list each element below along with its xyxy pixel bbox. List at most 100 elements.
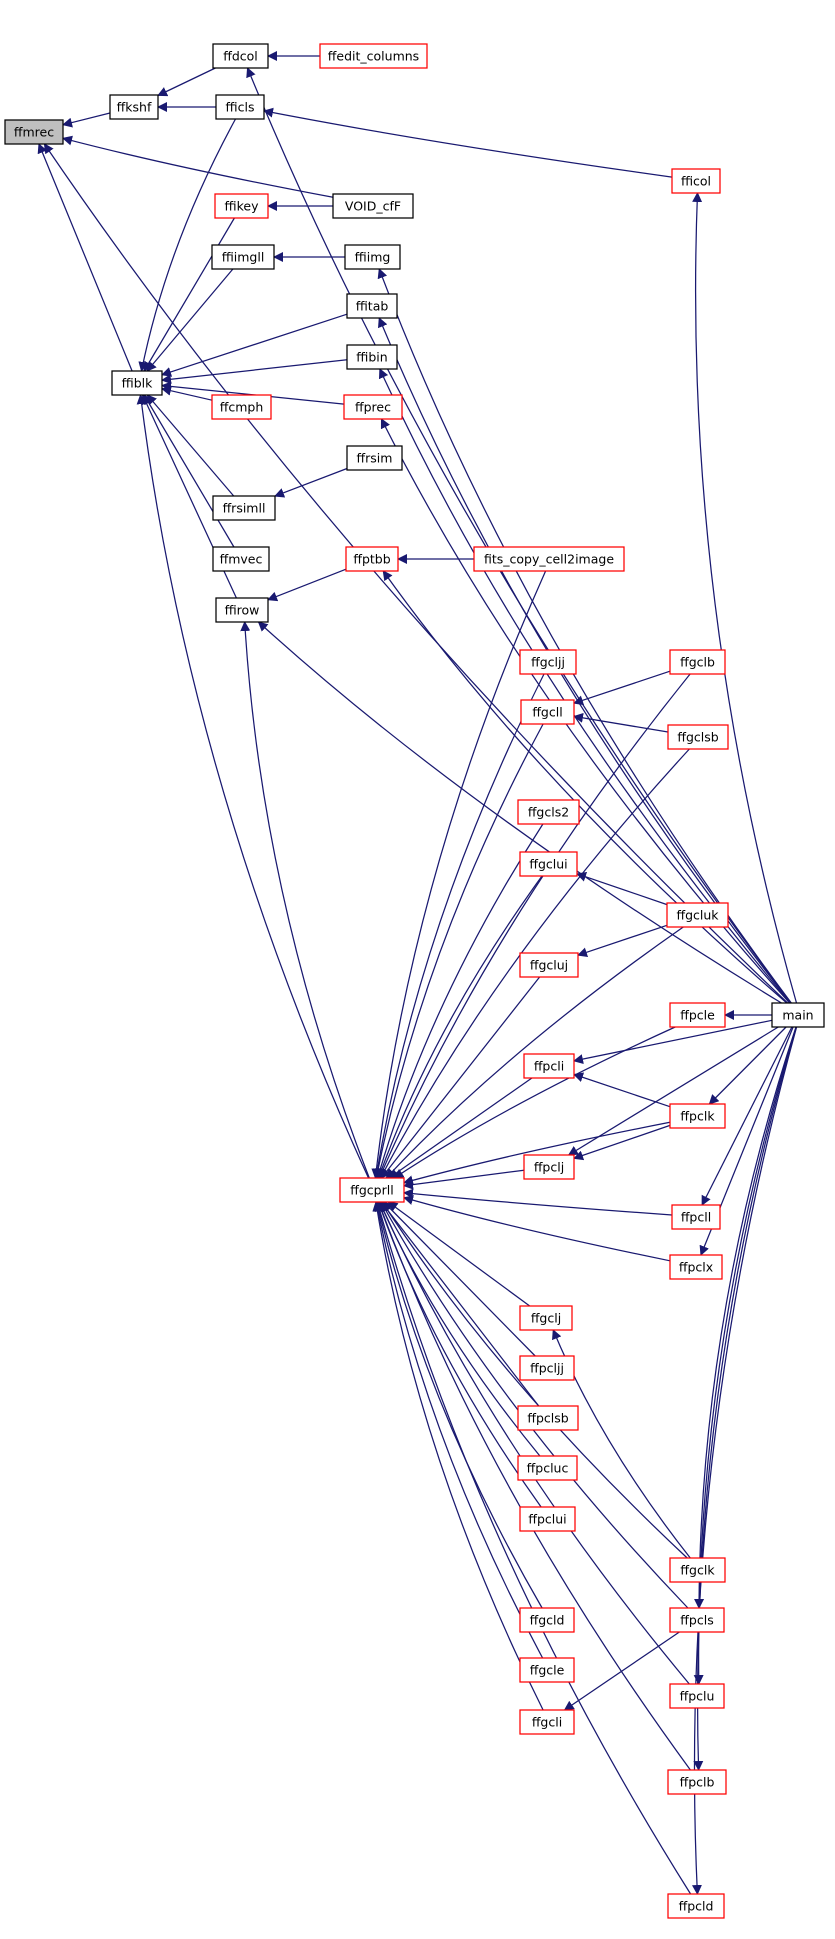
- node-box-ffgcli: [519, 1709, 575, 1735]
- node-box-ffpcli: [523, 1053, 575, 1079]
- node-ffgclj[interactable]: ffgclj: [519, 1305, 573, 1331]
- node-ffpclsb[interactable]: ffpclsb: [517, 1405, 579, 1431]
- node-label-ffpclx: ffpclx: [679, 1260, 713, 1275]
- node-ffptbb[interactable]: ffptbb: [345, 546, 399, 572]
- node-box-ffiblk: [111, 370, 163, 396]
- edge-ffpclk-to-ffgcprll: [403, 1121, 671, 1186]
- node-label-ffgclj: ffgclj: [531, 1311, 561, 1326]
- node-fficls[interactable]: fficls: [215, 94, 265, 120]
- node-box-ffrsimll: [212, 495, 276, 521]
- node-box-ffpcll: [671, 1204, 721, 1230]
- node-box-ffpclx: [669, 1254, 723, 1280]
- node-ffpclk[interactable]: ffpclk: [669, 1103, 726, 1129]
- edge-ffpclk-to-ffpcli: [573, 1072, 671, 1108]
- node-ffpcluc[interactable]: ffpcluc: [517, 1455, 578, 1481]
- node-box-ffgcls2: [517, 799, 580, 825]
- node-main[interactable]: main: [771, 1002, 825, 1028]
- node-box-main: [771, 1002, 825, 1028]
- node-label-ffitab: ffitab: [356, 299, 389, 314]
- node-ffgcld[interactable]: ffgcld: [519, 1607, 575, 1633]
- node-label-ffrsimll: ffrsimll: [223, 501, 266, 516]
- edge-ffgcprll-to-ffirow: [240, 621, 370, 1179]
- node-ffgclui[interactable]: ffgclui: [519, 851, 578, 877]
- edge-ffgclk-to-ffgcprll: [381, 1201, 688, 1559]
- edge-ffiblk-to-ffmrec: [37, 143, 133, 372]
- node-ffiimgll[interactable]: ffiimgll: [211, 244, 275, 270]
- node-ffdcol[interactable]: ffdcol: [212, 43, 269, 69]
- node-ffgclb[interactable]: ffgclb: [669, 649, 726, 675]
- node-ffpclui[interactable]: ffpclui: [519, 1506, 576, 1532]
- node-box-ffgcluk: [666, 902, 729, 928]
- node-ffirow[interactable]: ffirow: [215, 597, 269, 623]
- node-void_cff[interactable]: VOID_cfF: [332, 193, 414, 219]
- edge-main-to-ffpclk: [708, 1026, 787, 1105]
- edge-ffpclk-to-ffpclj: [573, 1124, 671, 1161]
- node-ffpclx[interactable]: ffpclx: [669, 1254, 723, 1280]
- node-ffgcljj[interactable]: ffgcljj: [519, 649, 577, 675]
- node-ffprec[interactable]: ffprec: [343, 394, 403, 420]
- node-label-ffcmph: ffcmph: [220, 400, 264, 415]
- node-ffpcld[interactable]: ffpcld: [667, 1893, 725, 1919]
- node-label-ffpcluc: ffpcluc: [527, 1461, 569, 1476]
- node-ffpcljj[interactable]: ffpcljj: [519, 1355, 575, 1381]
- node-box-ffgcluj: [519, 952, 579, 978]
- edge-ffrsimll-to-ffiblk: [146, 394, 235, 497]
- node-ffikey[interactable]: ffikey: [214, 193, 269, 219]
- node-ffgcls2[interactable]: ffgcls2: [517, 799, 580, 825]
- node-box-ffgcll: [520, 699, 575, 725]
- edge-main-to-ffirow: [257, 621, 782, 1004]
- node-box-ffpcljj: [519, 1355, 575, 1381]
- node-label-ffiimgll: ffiimgll: [222, 250, 265, 265]
- node-box-fficol: [671, 168, 721, 194]
- node-label-ffprec: ffprec: [355, 400, 391, 415]
- edge-main-to-ffpcll: [701, 1026, 793, 1206]
- edge-ffpcll-to-ffgcprll: [403, 1188, 673, 1216]
- node-ffedit_columns[interactable]: ffedit_columns: [319, 43, 428, 69]
- node-fficol[interactable]: fficol: [671, 168, 721, 194]
- node-label-ffpclk: ffpclk: [680, 1109, 715, 1124]
- node-ffgclk[interactable]: ffgclk: [669, 1557, 726, 1583]
- node-label-ffpcll: ffpcll: [681, 1210, 711, 1225]
- node-ffitab[interactable]: ffitab: [346, 293, 398, 319]
- node-ffgcll[interactable]: ffgcll: [520, 699, 575, 725]
- node-fits_copy_cell2image[interactable]: fits_copy_cell2image: [473, 546, 625, 572]
- node-ffgcluj[interactable]: ffgcluj: [519, 952, 579, 978]
- node-ffpcli[interactable]: ffpcli: [523, 1053, 575, 1079]
- edge-ffgcluj-to-ffgcprll: [380, 976, 541, 1179]
- node-ffpclb[interactable]: ffpclb: [667, 1769, 727, 1795]
- node-ffkshf[interactable]: ffkshf: [109, 94, 159, 120]
- edge-main-to-ffibin: [378, 368, 791, 1004]
- node-label-ffgcluj: ffgcluj: [530, 958, 568, 973]
- node-label-ffpcli: ffpcli: [534, 1059, 564, 1074]
- node-ffpcle[interactable]: ffpcle: [669, 1002, 726, 1028]
- node-ffpcls[interactable]: ffpcls: [669, 1607, 725, 1633]
- node-box-ffgclj: [519, 1305, 573, 1331]
- node-label-void_cff: VOID_cfF: [345, 199, 401, 214]
- node-ffcmph[interactable]: ffcmph: [211, 394, 272, 420]
- node-ffpclu[interactable]: ffpclu: [669, 1683, 725, 1709]
- node-ffmvec[interactable]: ffmvec: [212, 546, 270, 572]
- node-box-ffpcld: [667, 1893, 725, 1919]
- node-ffmrec: ffmrec: [4, 119, 64, 145]
- node-ffpcll[interactable]: ffpcll: [671, 1204, 721, 1230]
- node-ffgcli[interactable]: ffgcli: [519, 1709, 575, 1735]
- node-ffrsim[interactable]: ffrsim: [346, 445, 403, 471]
- node-ffgcle[interactable]: ffgcle: [519, 1657, 575, 1683]
- node-ffpclj[interactable]: ffpclj: [523, 1154, 575, 1180]
- edge-main-to-ffmrec: [43, 143, 789, 1004]
- node-ffgcluk[interactable]: ffgcluk: [666, 902, 729, 928]
- node-label-ffrsim: ffrsim: [357, 451, 393, 466]
- node-ffgcprll[interactable]: ffgcprll: [339, 1177, 405, 1203]
- node-box-ffgcljj: [519, 649, 577, 675]
- node-ffibin[interactable]: ffibin: [346, 344, 398, 370]
- edge-ffgcluk-to-ffgclui: [576, 871, 668, 906]
- node-label-ffpcljj: ffpcljj: [530, 1361, 564, 1376]
- node-ffiblk[interactable]: ffiblk: [111, 370, 163, 396]
- node-ffgclsb[interactable]: ffgclsb: [667, 724, 729, 750]
- node-ffrsimll[interactable]: ffrsimll: [212, 495, 276, 521]
- edge-ffpclb-to-ffgcprll: [377, 1201, 691, 1771]
- node-box-ffpclb: [667, 1769, 727, 1795]
- node-ffiimg[interactable]: ffiimg: [344, 244, 401, 270]
- node-label-ffikey: ffikey: [225, 199, 260, 214]
